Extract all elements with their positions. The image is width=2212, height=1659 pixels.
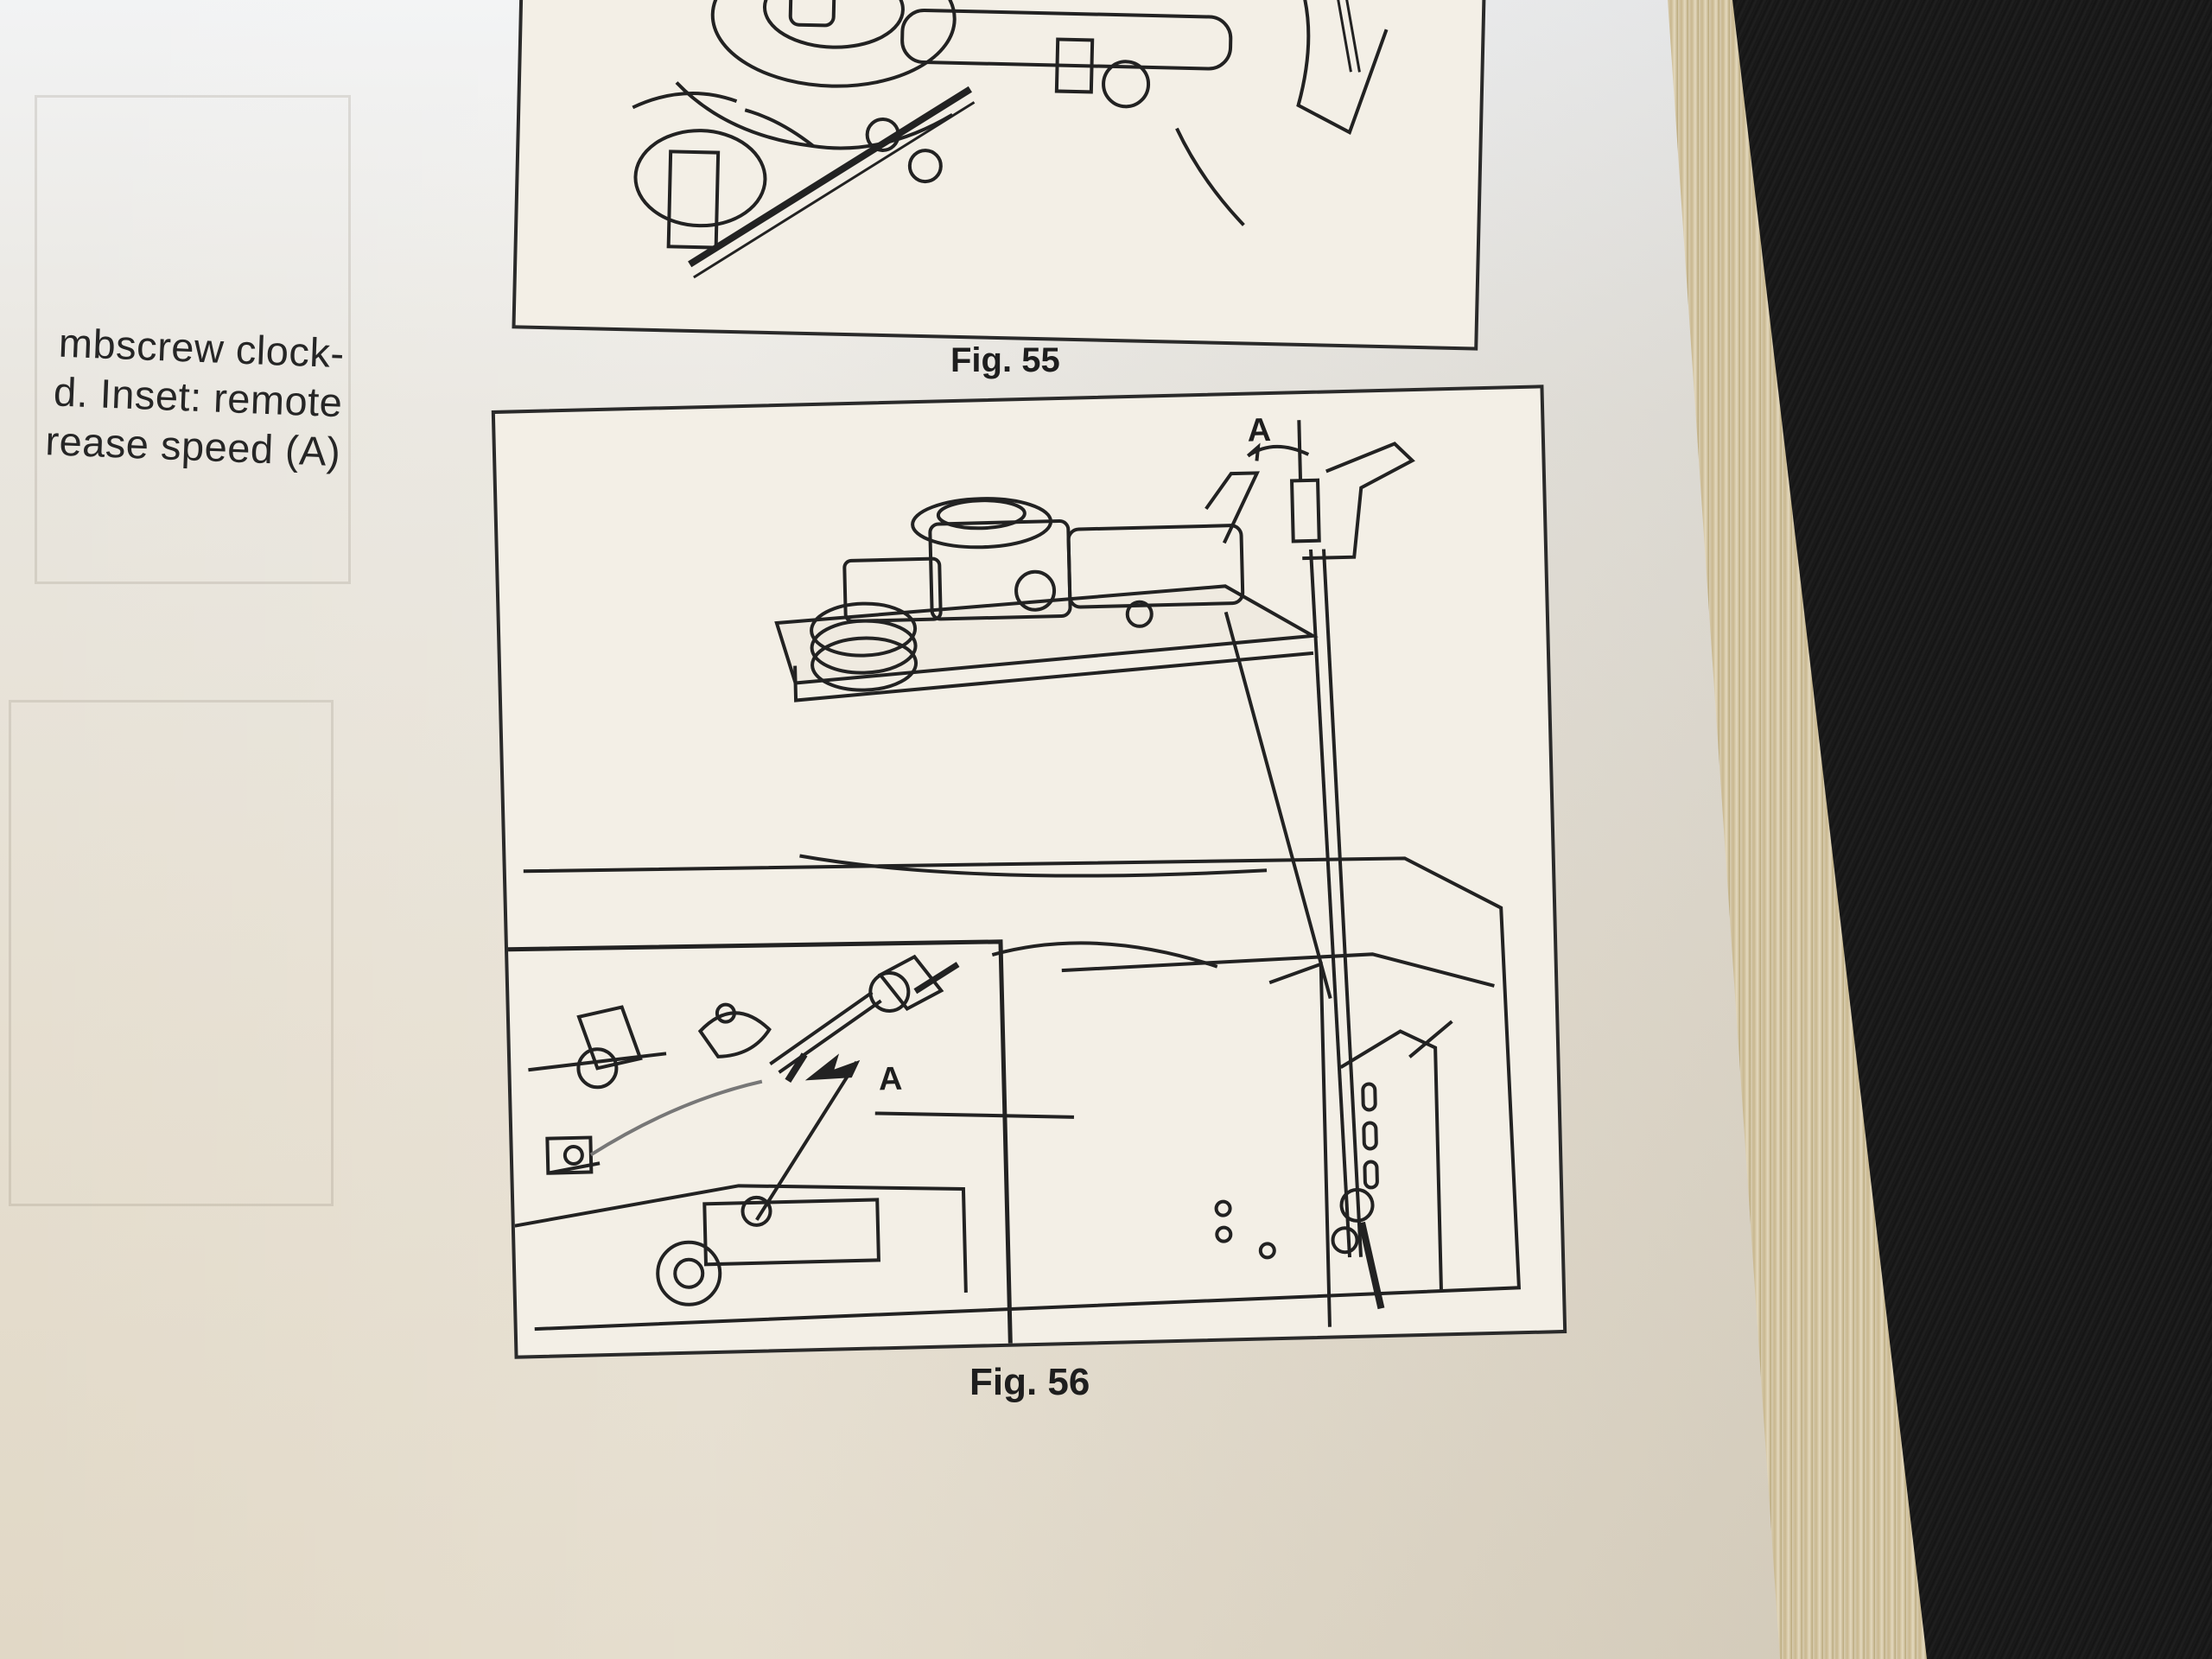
- figure-56-caption: Fig. 56: [969, 1361, 1090, 1403]
- ghost-figure-bottom: [9, 700, 334, 1206]
- callout-a-top: A: [1247, 412, 1272, 449]
- figure-55: [512, 0, 1486, 351]
- ghost-figure-top: [35, 95, 351, 584]
- left-column-text: mbscrew clock- d. Inset: remote rease sp…: [0, 315, 346, 476]
- figure-55-illustration: [632, 0, 1389, 279]
- figure-55-caption: Fig. 55: [950, 341, 1060, 379]
- figure-56: A A: [491, 385, 1567, 1359]
- figure-56-illustration: [507, 420, 1522, 1344]
- callout-a-inset: A: [878, 1060, 903, 1098]
